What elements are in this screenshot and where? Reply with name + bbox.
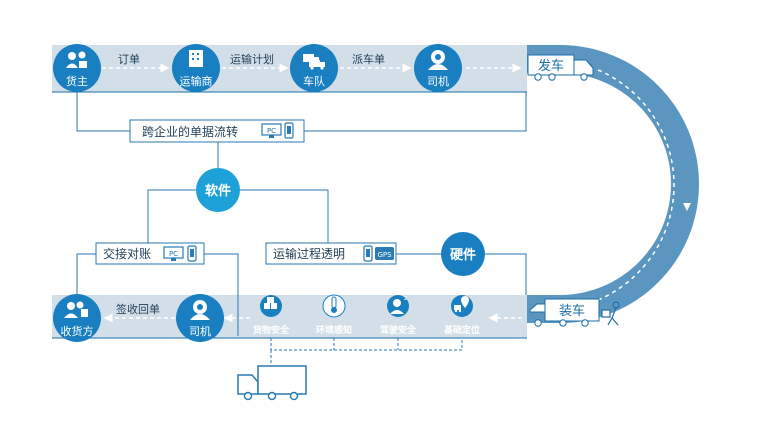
hardware-label: 基础定位 (443, 324, 480, 336)
hardware-item-location: 基础定位 (443, 295, 480, 336)
node-label: 货主 (66, 74, 88, 88)
hardware-item-environment: 环境感知 (316, 294, 352, 336)
worker-icon (601, 301, 620, 326)
gps-device-icon: GPS (375, 247, 394, 260)
phone-icon (363, 245, 373, 262)
edge-label: 运输计划 (230, 52, 274, 66)
boxes-icon (264, 297, 277, 309)
hardware-label: 驾驶安全 (380, 324, 417, 336)
edge-label: 签收回单 (116, 302, 160, 316)
hardware-label: 环境感知 (316, 324, 352, 336)
connector (76, 253, 96, 295)
hardware-item-driving: z 驾驶安全 (380, 295, 417, 336)
top-node-carrier: 运输商 (172, 44, 220, 92)
svg-text:z: z (404, 295, 407, 302)
location-truck-icon (454, 296, 469, 313)
settlement-label: 交接对账 (103, 246, 151, 261)
phone-icon (187, 245, 197, 262)
people-box-icon (66, 51, 87, 68)
node-label: 收货方 (61, 324, 94, 338)
thermometer-icon (331, 296, 337, 313)
top-node-fleet: 车队 (290, 44, 338, 92)
transparency-label: 运输过程透明 (273, 246, 345, 261)
drowsy-driver-icon: z (390, 295, 407, 314)
edge-label: 派车单 (352, 52, 385, 66)
bottom-node-driver: 司机 (176, 294, 224, 342)
connector (204, 253, 239, 336)
device-label: PC (169, 250, 178, 258)
truck-label: 发车 (538, 58, 564, 74)
cross-enterprise-box (129, 119, 305, 143)
device-label: GPS (377, 251, 392, 259)
pc-monitor-icon: PC (261, 123, 282, 138)
hardware-hub (441, 232, 485, 276)
sensor-connectors (270, 338, 463, 363)
node-label: 司机 (427, 74, 449, 88)
hardware-item-cargo: 货物安全 (253, 295, 290, 336)
trucks-icon (303, 54, 325, 70)
top-node-shipper: 货主 (53, 44, 101, 92)
bottom-band (52, 295, 527, 338)
edge-label: 订单 (118, 53, 140, 66)
top-node-driver: 司机 (414, 44, 462, 92)
node-label: 运输商 (180, 74, 213, 88)
driver-icon (190, 300, 210, 320)
receiver-icon (64, 301, 88, 318)
device-label: PC (267, 127, 276, 135)
connector (485, 253, 527, 295)
bottom-node-receiver: 收货方 (53, 294, 101, 342)
connector (147, 189, 196, 244)
u-turn-arrowhead (683, 203, 691, 211)
hardware-label: 货物安全 (253, 324, 290, 336)
node-label: 司机 (189, 324, 211, 338)
cross-enterprise-label: 跨企业的单据流转 (142, 124, 238, 139)
hub-label: 硬件 (450, 247, 476, 263)
loading-truck: 装车 (529, 298, 620, 327)
connector (240, 189, 329, 244)
u-turn-dashed-path (597, 69, 675, 301)
dispatch-truck: 发车 (527, 54, 594, 81)
delivery-truck-outline (237, 365, 307, 401)
phone-icon (284, 122, 294, 139)
node-label: 车队 (303, 74, 325, 88)
u-turn-arc (527, 45, 699, 323)
hub-label: 软件 (205, 183, 231, 199)
truck-label: 装车 (559, 303, 585, 319)
building-icon (189, 50, 203, 67)
pc-monitor-icon: PC (163, 246, 184, 261)
driver-icon (428, 50, 448, 70)
software-hub (196, 168, 240, 212)
